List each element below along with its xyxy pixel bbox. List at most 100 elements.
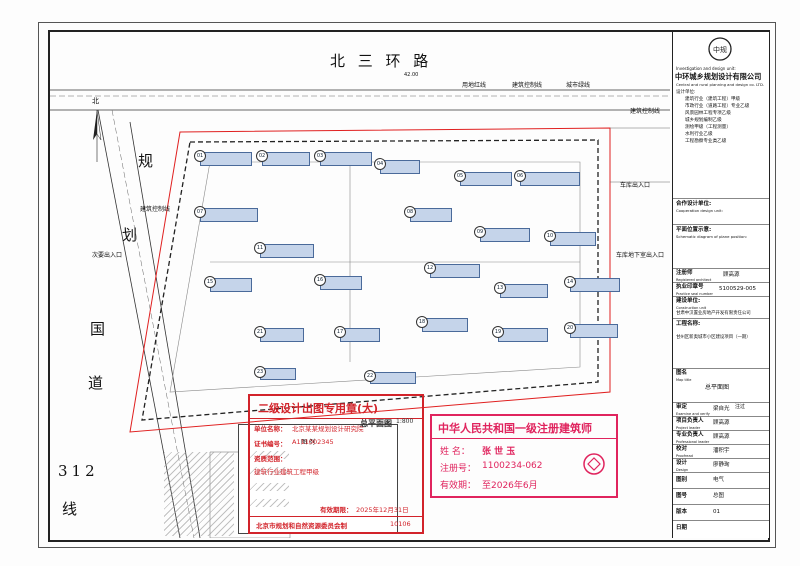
architect-stamp-divider: [432, 438, 616, 439]
architect-row: 注册师 Registered architect 顾高源: [673, 268, 769, 282]
cert-line: 测绘甲级（工程测量）: [685, 125, 731, 130]
building-id-label: 08: [404, 206, 416, 218]
building-id-label: 23: [254, 366, 266, 378]
role-row: 审定 Examine and verify 梁自光 注过: [673, 402, 769, 416]
license-label: 执业印章号: [676, 284, 704, 290]
schematic-en: Schematic diagram of plane position:: [676, 234, 748, 239]
role-row: 专业负责人 Professional leader 顾高源: [673, 430, 769, 444]
building: [200, 152, 252, 166]
role-label: 设计: [676, 460, 688, 466]
role-en: Proofread: [676, 454, 693, 458]
role-label: 专业负责人: [676, 432, 704, 438]
building: [520, 172, 580, 186]
building: [260, 328, 304, 342]
architect-name-value: 张 世 玉: [482, 447, 516, 457]
building: [260, 244, 314, 258]
building: [410, 208, 452, 222]
building: [200, 208, 258, 222]
review-stamp-title: 二级设计出图专用章(大): [258, 402, 379, 415]
building: [210, 278, 252, 292]
schematic-row: 平面位置示意: Schematic diagram of plane posit…: [673, 224, 769, 268]
field-row: 图号 总图: [673, 488, 769, 504]
field-label: 图号: [676, 493, 688, 499]
drawing-title-stamp: 总平面图: [360, 419, 392, 428]
architect-en: Registered architect: [676, 278, 712, 282]
review-valid-label: 有效期限：: [320, 506, 353, 514]
building-id-label: 17: [334, 326, 346, 338]
review-label: 注过: [735, 404, 746, 410]
role-name: 顾高源: [713, 420, 730, 426]
building-id-label: 21: [254, 326, 266, 338]
field-value: 电气: [713, 477, 725, 483]
role-row: 项目负责人 Project leader 顾高源: [673, 416, 769, 430]
building: [320, 152, 372, 166]
owner-label: 建设单位:: [676, 298, 701, 304]
company-logo-icon: 中规: [708, 37, 732, 61]
field-value: 01: [713, 509, 720, 515]
project-label: 工程名称:: [676, 321, 701, 327]
building: [570, 324, 618, 338]
inner-frame: [48, 30, 770, 542]
north-road-label: 北 三 环 路: [330, 52, 433, 70]
role-label: 项目负责人: [676, 418, 704, 424]
drawing-name-value: 总平面图: [705, 384, 730, 391]
legend-box: 图 例: [238, 424, 398, 534]
architect-reg-label: 注册号：: [440, 464, 477, 474]
role-en: Project leader: [676, 426, 701, 430]
building: [340, 328, 380, 342]
architect-value: 顾高源: [723, 272, 740, 278]
building: [460, 172, 512, 186]
title-block: 中规 Investigation and design unit: 中环城乡规划…: [672, 32, 769, 538]
west-road-label-5: 312: [58, 462, 99, 480]
role-name: 梁自光: [713, 406, 730, 412]
owner-row: 建设单位: Construction unit 甘肃中汉置业房地产开发有限责任公…: [673, 296, 769, 318]
west-road-label-3: 国: [90, 320, 110, 338]
building: [380, 160, 420, 174]
building-id-label: 19: [492, 326, 504, 338]
motor-entrance-label: 车库出入口: [620, 182, 651, 189]
elevation-label: 42.00: [404, 72, 419, 78]
building-id-label: 05: [454, 170, 466, 182]
field-row: 图别 电气: [673, 472, 769, 488]
building-control-line-label-3: 建筑控制线: [140, 206, 171, 213]
field-row: 日期: [673, 520, 769, 538]
role-row: 校对 Proofread 潘积宇: [673, 444, 769, 458]
review-cert-label: 证书编号：: [254, 440, 287, 448]
neighborhood-hatch: [164, 452, 234, 536]
legend-swatch: [249, 451, 289, 459]
legend-swatch: [249, 467, 289, 475]
outer-frame: [38, 22, 776, 548]
review-issuer: 北京市规划和自然资源委员会制: [256, 522, 347, 530]
investigation-label: Investigation and design unit:: [676, 66, 736, 71]
building-id-label: 18: [416, 316, 428, 328]
building: [498, 328, 548, 342]
architect-valid-value: 至2026年6月: [482, 481, 538, 491]
role-en: Professional leader: [676, 440, 710, 444]
building-id-label: 02: [256, 150, 268, 162]
building-id-label: 10: [544, 230, 556, 242]
field-label: 日期: [676, 525, 688, 531]
review-code: 10106: [390, 520, 411, 528]
review-scope-label: 资质范围：: [254, 455, 287, 463]
review-unit-label: 单位名称：: [254, 425, 287, 433]
building-id-label: 07: [194, 206, 206, 218]
building-id-label: 22: [364, 370, 376, 382]
cert-line: 风景园林工程专项乙级: [685, 111, 731, 116]
project-row: 工程名称: 甘州区新奥城市小区建设项目（一期）: [673, 318, 769, 368]
cert-line: 工程勘察专业类乙级: [685, 139, 727, 144]
role-row: 设计 Design 廖静珣: [673, 458, 769, 472]
building: [500, 284, 548, 298]
architect-emblem-icon: [583, 453, 605, 475]
building-id-label: 06: [514, 170, 526, 182]
building-control-line-label: 建筑控制线: [512, 82, 543, 89]
building-id-label: 04: [374, 158, 386, 170]
architect-label: 注册师: [676, 270, 693, 276]
building-id-label: 11: [254, 242, 266, 254]
cert-line: 水利行业乙级: [685, 132, 713, 137]
building: [320, 276, 362, 290]
building: [430, 264, 480, 278]
secondary-entrance-label: 次要出入口: [92, 252, 123, 259]
cooperation-en: Cooperation design unit:: [676, 208, 723, 213]
project-value: 甘州区新奥城市小区建设项目（一期）: [676, 335, 751, 340]
